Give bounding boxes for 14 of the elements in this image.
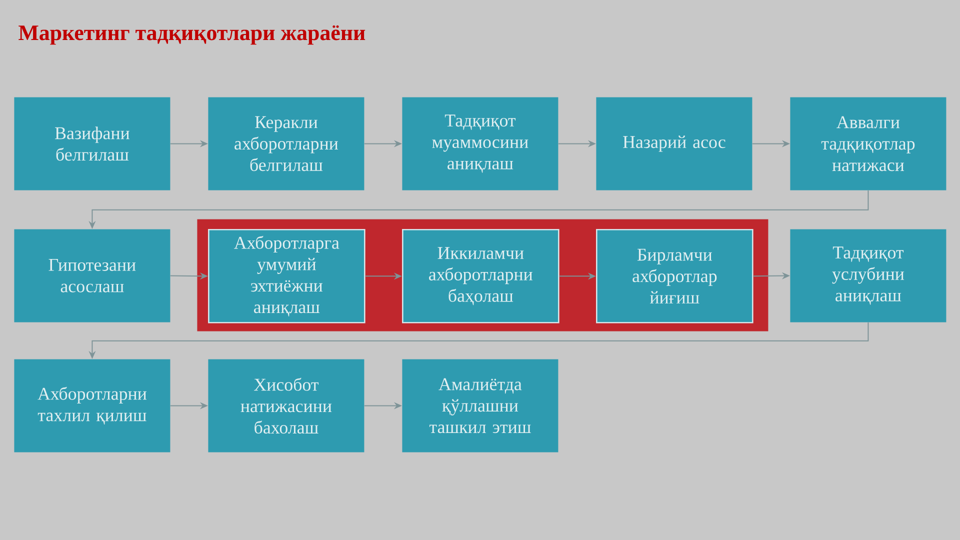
title: Маркетинг тадқиқотлари жараёни bbox=[18, 25, 366, 45]
process-box: Тадқиқот услубини аниқлаш bbox=[790, 229, 946, 322]
process-box: Аввалги тадқиқотлар натижаси bbox=[790, 97, 946, 190]
process-box: Хисобот натижасини бахолаш bbox=[208, 359, 364, 452]
process-box: Бирламчи ахборотлар йиғиш bbox=[596, 228, 754, 324]
process-box: Назарий асос bbox=[596, 97, 752, 190]
process-box: Иккиламчи ахборотларни баҳолаш bbox=[402, 228, 560, 324]
process-box: Гипотезани асослаш bbox=[14, 229, 170, 322]
process-box: Тадқиқот муаммосини аниқлаш bbox=[402, 97, 558, 190]
process-box: Керакли ахборотларни белгилаш bbox=[208, 97, 364, 190]
process-box: Амалиётда қўллашни ташкил этиш bbox=[402, 359, 558, 452]
process-box: Ахборотларни тахлил қилиш bbox=[14, 359, 170, 452]
process-box: Ахборотларга умумий эхтиёжни аниқлаш bbox=[208, 228, 366, 324]
process-box: Вазифани белгилаш bbox=[14, 97, 170, 190]
